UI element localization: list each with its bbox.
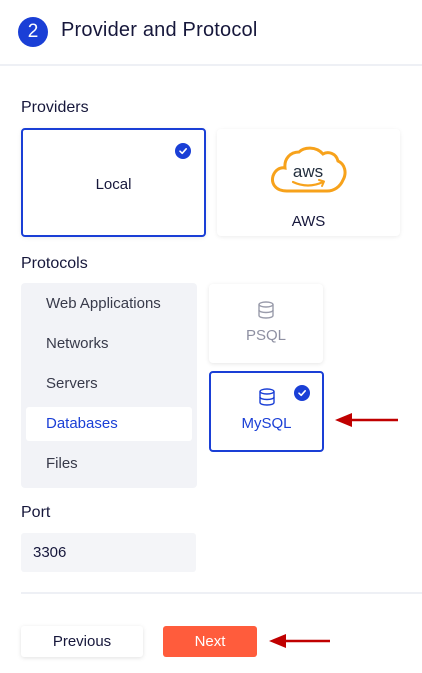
- protocol-category-files[interactable]: Files: [46, 455, 78, 472]
- provider-card-local[interactable]: Local: [21, 128, 206, 237]
- step-number-badge: 2: [18, 17, 48, 47]
- provider-label: AWS: [291, 213, 326, 230]
- protocols-heading: Protocols: [21, 255, 88, 272]
- protocol-category-servers[interactable]: Servers: [46, 375, 98, 392]
- protocol-category-web-applications[interactable]: Web Applications: [46, 295, 161, 312]
- protocol-option-label: MySQL: [241, 415, 292, 432]
- annotation-arrow-icon: [269, 634, 330, 648]
- annotation-arrow-icon: [335, 413, 398, 427]
- step-header: 2 Provider and Protocol: [0, 0, 422, 66]
- protocol-option-psql[interactable]: PSQL: [209, 284, 323, 363]
- protocol-category-list: Web Applications Networks Servers Databa…: [21, 283, 197, 488]
- svg-text:aws: aws: [293, 162, 323, 181]
- protocol-category-databases[interactable]: Databases: [26, 407, 192, 441]
- port-heading: Port: [21, 504, 51, 521]
- protocol-option-mysql[interactable]: MySQL: [209, 371, 324, 452]
- step-title: Provider and Protocol: [61, 19, 258, 41]
- check-icon: [175, 143, 191, 159]
- footer-divider: [21, 592, 422, 594]
- database-icon: [258, 301, 274, 319]
- database-icon: [258, 388, 275, 406]
- next-button[interactable]: Next: [163, 626, 257, 657]
- aws-logo-icon: aws: [271, 146, 347, 193]
- protocol-category-networks[interactable]: Networks: [46, 335, 109, 352]
- provider-label: Local: [95, 176, 132, 193]
- previous-button[interactable]: Previous: [21, 626, 143, 657]
- check-icon: [294, 385, 310, 401]
- providers-heading: Providers: [21, 99, 89, 116]
- protocol-option-label: PSQL: [245, 327, 287, 344]
- provider-card-aws[interactable]: aws AWS: [217, 129, 400, 236]
- port-input[interactable]: [21, 533, 196, 572]
